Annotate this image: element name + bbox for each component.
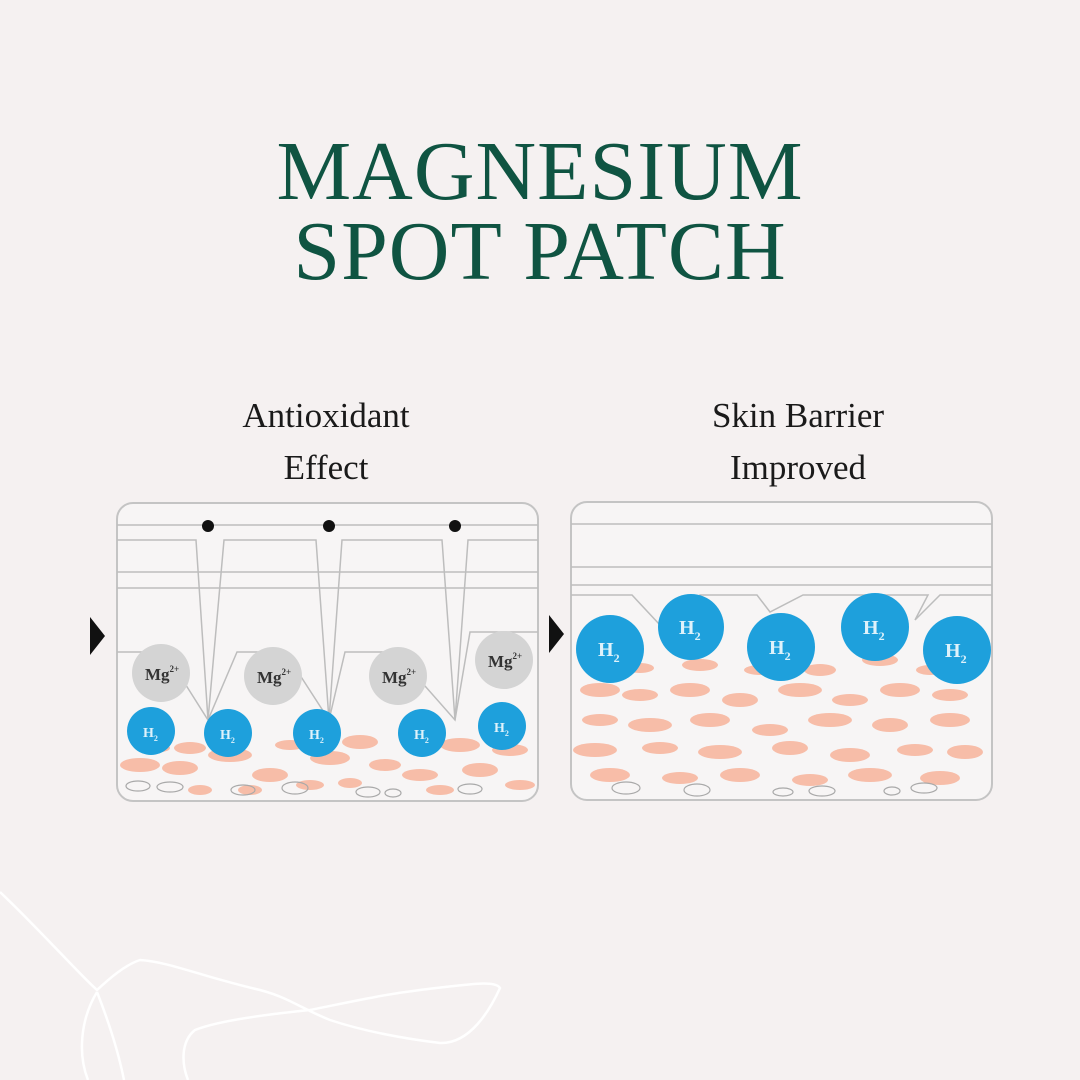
- caption-line: Effect: [283, 448, 369, 487]
- caption-skin-barrier: Skin Barrier Improved: [618, 390, 978, 494]
- h2-molecules: H2 H2 H2 H2 H2: [127, 702, 526, 757]
- pointer-arrow-icon: [90, 617, 105, 655]
- title-line-2: SPOT PATCH: [293, 205, 787, 298]
- caption-line: Improved: [729, 448, 867, 487]
- decorative-line-art: [0, 891, 502, 1080]
- caption-antioxidant: Antioxidant Effect: [146, 390, 506, 494]
- caption-line: Skin Barrier: [711, 396, 885, 435]
- page-title: MAGNESIUM SPOT PATCH: [0, 125, 1080, 298]
- title-line-1: MAGNESIUM: [276, 125, 804, 218]
- mg-ions: Mg2+ Mg2+ Mg2+ Mg2+: [132, 631, 533, 705]
- skin-barrier-diagram: H2 H2 H2 H2 H2: [549, 501, 993, 801]
- caption-line: Antioxidant: [242, 396, 410, 435]
- antioxidant-diagram: Mg2+ Mg2+ Mg2+ Mg2+ H2 H2 H2 H2 H2: [90, 502, 539, 802]
- pointer-arrow-icon: [549, 615, 564, 653]
